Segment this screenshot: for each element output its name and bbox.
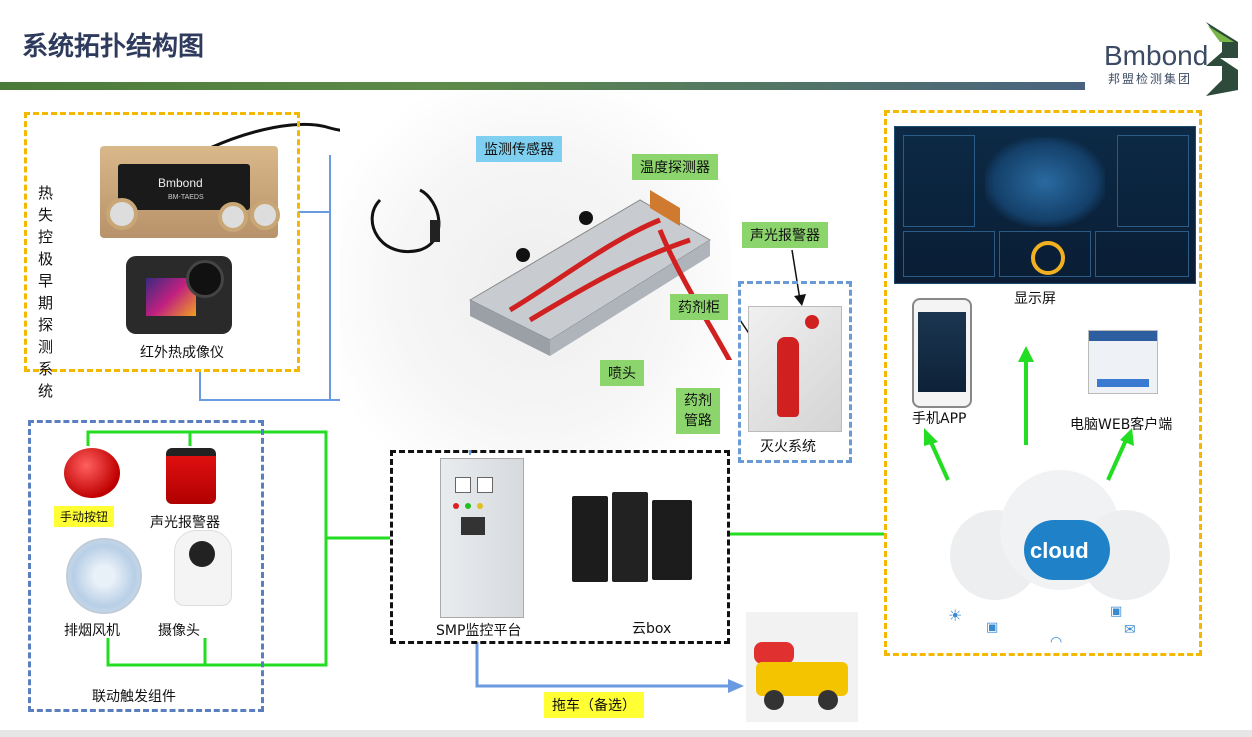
manual-button-label: 手动按钮	[54, 506, 115, 527]
cloud-badge	[1024, 520, 1110, 580]
save-icon: ▣	[1110, 604, 1123, 619]
alarm-light-icon	[805, 315, 819, 329]
camera-lens-icon	[189, 541, 215, 567]
device-brand: Bmbond	[158, 176, 203, 190]
logo-name: Bmbond	[1104, 40, 1209, 71]
early-detection-panel	[24, 112, 300, 372]
mobile-label: 手机APP	[912, 411, 967, 427]
exhaust-fan-icon	[66, 538, 142, 614]
wheel-icon	[818, 690, 838, 710]
web-label: 电脑WEB客户端	[1070, 417, 1173, 433]
tow-truck-image	[746, 612, 858, 722]
car-icon	[754, 642, 794, 664]
page-title: 系统拓扑结构图	[22, 32, 205, 62]
wheel-icon	[764, 690, 784, 710]
meter-icon	[455, 477, 471, 493]
system-title: 热失控极早期探测系统	[38, 184, 60, 400]
agent-cabinet-tag: 药剂柜	[670, 294, 728, 320]
temp-detector-tag: 温度探测器	[632, 154, 718, 180]
bottom-panel	[999, 231, 1091, 277]
smp-platform-panel	[390, 450, 730, 644]
indicator-icon	[465, 503, 471, 509]
logo-mark-icon	[1206, 22, 1238, 96]
bottom-panel	[903, 231, 995, 277]
header-bar	[0, 82, 1085, 90]
detector-device-image: Bmbond BM-TAEDS	[100, 146, 280, 238]
thermal-camera-image	[126, 256, 232, 334]
device-model: BM-TAEDS	[168, 194, 204, 201]
camera-label: 摄像头	[158, 623, 200, 639]
smp-label: SMP监控平台	[436, 623, 522, 639]
cloud-label: cloud	[1030, 538, 1089, 563]
cloud-image: cloud	[930, 460, 1180, 610]
mail-icon: ✉	[1124, 622, 1136, 638]
web-client-image	[1088, 330, 1158, 394]
agent-cabinet-image	[748, 306, 842, 432]
cloudbox-device-icon	[652, 500, 692, 580]
client-panel	[884, 110, 1202, 656]
alarm-tag: 声光报警器	[742, 222, 828, 248]
meter-icon	[477, 477, 493, 493]
cloudbox-device-icon	[612, 492, 648, 582]
gauge-icon	[1031, 241, 1065, 275]
phone-screen	[918, 312, 966, 392]
agent-pipe-tag: 药剂 管路	[676, 388, 720, 434]
thermal-camera-label: 红外热成像仪	[140, 345, 224, 361]
map-visual	[985, 137, 1105, 227]
web-header	[1089, 331, 1157, 341]
save-icon: ▣	[986, 620, 999, 635]
right-data-panel	[1117, 135, 1189, 227]
display-screen-image	[894, 126, 1196, 284]
left-data-panel	[903, 135, 975, 227]
linkage-group-label: 联动触发组件	[92, 689, 176, 705]
alarm-device-icon	[166, 448, 216, 504]
web-login-button	[1097, 379, 1149, 387]
footer-bar	[0, 730, 1252, 737]
weather-icon: ☀	[948, 606, 963, 625]
extinguish-panel	[738, 281, 852, 463]
phone-image	[912, 298, 972, 408]
manual-button-icon	[64, 448, 120, 498]
smp-cabinet-image	[440, 458, 524, 618]
fan-label: 排烟风机	[64, 623, 120, 639]
sensor-icon	[218, 202, 248, 232]
sensor-icon	[106, 198, 138, 230]
fire-extinguisher-icon	[777, 337, 799, 417]
control-panel-icon	[461, 517, 485, 535]
monitor-sensor-tag: 监测传感器	[476, 136, 562, 162]
wifi-icon: ◠	[1050, 634, 1063, 650]
sensor-icon	[250, 200, 280, 230]
indicator-icon	[477, 503, 483, 509]
nozzle-tag: 喷头	[600, 360, 644, 386]
tow-label: 拖车（备选）	[544, 692, 644, 718]
indicator-icon	[453, 503, 459, 509]
bottom-panel	[1095, 231, 1189, 277]
display-label: 显示屏	[1014, 291, 1056, 307]
linkage-panel	[28, 420, 264, 712]
lens-icon	[186, 260, 224, 298]
extinguish-label: 灭火系统	[760, 439, 816, 455]
cloudbox-device-icon	[572, 496, 608, 582]
camera-device-icon	[174, 530, 232, 606]
linkage-alarm-label: 声光报警器	[150, 515, 220, 531]
cloudbox-label: 云box	[632, 621, 672, 637]
logo-subtitle: 邦盟检测集团	[1108, 72, 1193, 86]
battery-pack-image	[370, 188, 733, 360]
